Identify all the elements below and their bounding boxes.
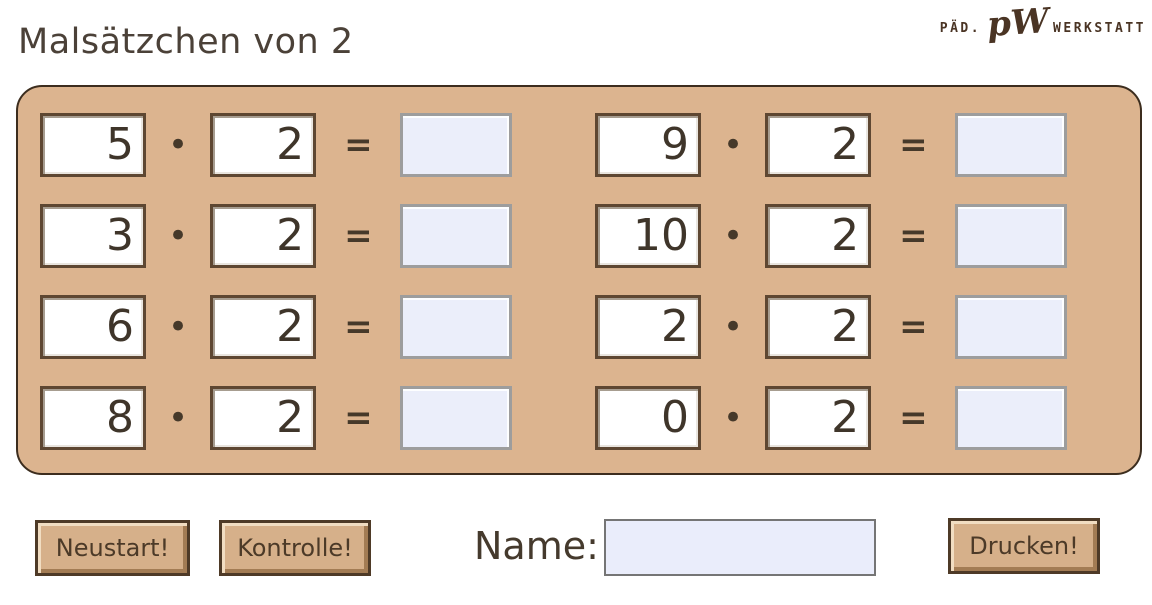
operand-a-box: 3: [40, 204, 146, 268]
operand-b-box: 2: [210, 113, 317, 177]
logo-suffix-text: WERKSTATT: [1053, 20, 1146, 36]
problems-panel: 5 • 2 = 9 • 2 = 3 • 2 = 10: [16, 85, 1142, 475]
page-title: Malsätzchen von 2: [18, 22, 354, 62]
paedagogische-werkstatt-logo: PÄD. pW WERKSTATT: [939, 0, 1146, 46]
equals-sign: =: [899, 216, 928, 256]
multiply-dot-icon: •: [723, 216, 744, 256]
answer-input-1[interactable]: [399, 113, 512, 177]
problem-row-2: 9 • 2 =: [595, 113, 1140, 177]
multiply-dot-icon: •: [168, 216, 189, 256]
multiply-dot-icon: •: [168, 307, 189, 347]
equals-sign: =: [344, 398, 373, 438]
multiply-dot-icon: •: [723, 125, 744, 165]
operand-a-box: 9: [595, 113, 701, 177]
operand-a-box: 2: [595, 295, 701, 359]
equals-sign: =: [899, 398, 928, 438]
operand-b-box: 2: [765, 113, 872, 177]
problem-row-3: 3 • 2 =: [40, 204, 595, 268]
multiply-dot-icon: •: [168, 125, 189, 165]
multiply-dot-icon: •: [723, 398, 744, 438]
answer-input-7[interactable]: [399, 386, 512, 450]
problem-row-5: 6 • 2 =: [40, 295, 595, 359]
logo-prefix-text: PÄD.: [939, 20, 982, 36]
pw-logo-icon: pW: [985, 0, 1051, 46]
operand-b-box: 2: [210, 295, 317, 359]
answer-input-8[interactable]: [954, 386, 1067, 450]
problem-row-1: 5 • 2 =: [40, 113, 595, 177]
operand-a-box: 5: [40, 113, 146, 177]
operand-a-box: 0: [595, 386, 701, 450]
operand-a-box: 10: [595, 204, 701, 268]
equals-sign: =: [899, 125, 928, 165]
equals-sign: =: [899, 307, 928, 347]
name-input[interactable]: [604, 519, 876, 576]
answer-input-2[interactable]: [954, 113, 1067, 177]
problem-row-7: 8 • 2 =: [40, 386, 595, 450]
problem-grid: 5 • 2 = 9 • 2 = 3 • 2 = 10: [40, 113, 1140, 450]
answer-input-5[interactable]: [399, 295, 512, 359]
multiply-dot-icon: •: [723, 307, 744, 347]
operand-b-box: 2: [765, 386, 872, 450]
print-button[interactable]: Drucken!: [948, 518, 1100, 574]
restart-button[interactable]: Neustart!: [35, 520, 190, 576]
operand-b-box: 2: [210, 204, 317, 268]
check-button[interactable]: Kontrolle!: [219, 520, 371, 576]
answer-input-4[interactable]: [954, 204, 1067, 268]
multiply-dot-icon: •: [168, 398, 189, 438]
problem-row-6: 2 • 2 =: [595, 295, 1140, 359]
equals-sign: =: [344, 216, 373, 256]
operand-b-box: 2: [210, 386, 317, 450]
name-label: Name:: [474, 524, 599, 568]
operand-b-box: 2: [765, 295, 872, 359]
equals-sign: =: [344, 125, 373, 165]
equals-sign: =: [344, 307, 373, 347]
problem-row-4: 10 • 2 =: [595, 204, 1140, 268]
operand-a-box: 8: [40, 386, 146, 450]
answer-input-3[interactable]: [399, 204, 512, 268]
answer-input-6[interactable]: [954, 295, 1067, 359]
problem-row-8: 0 • 2 =: [595, 386, 1140, 450]
operand-b-box: 2: [765, 204, 872, 268]
operand-a-box: 6: [40, 295, 146, 359]
